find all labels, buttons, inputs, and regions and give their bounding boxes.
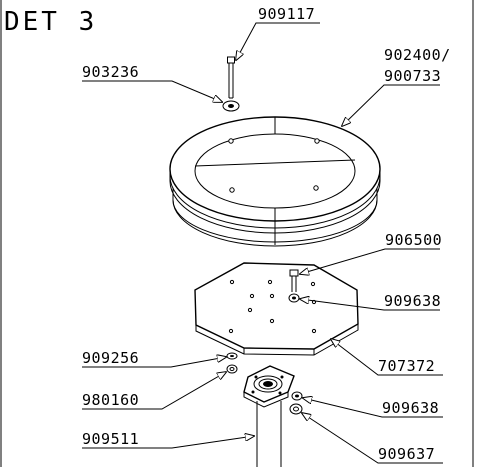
washer-903236 (222, 100, 240, 112)
label-909638-upper: 909638 (384, 292, 441, 310)
detail-title: DET 3 (4, 7, 97, 37)
label-903236: 903236 (82, 63, 139, 81)
label-900733: 900733 (384, 67, 441, 85)
label-909637: 909637 (378, 445, 435, 463)
octagonal-base-plate-707372 (194, 262, 359, 356)
label-906500: 906500 (385, 231, 442, 249)
round-tabletop-902400 (169, 116, 381, 247)
label-909256: 909256 (82, 349, 139, 367)
label-902400: 902400/ (384, 46, 451, 64)
label-707372: 707372 (378, 357, 435, 375)
label-980160: 980160 (82, 391, 139, 409)
washer-909256 (226, 352, 238, 360)
washer-909638-lower (291, 391, 303, 401)
nut-980160 (226, 364, 238, 374)
washer-909638-upper (288, 293, 300, 303)
label-909638-lower: 909638 (382, 399, 439, 417)
label-909511: 909511 (82, 430, 139, 448)
column-post-909511 (243, 365, 295, 467)
label-909117: 909117 (258, 5, 315, 23)
bolt-906500 (289, 269, 299, 292)
bolt-909117 (227, 56, 235, 99)
nut-909637 (289, 403, 303, 415)
leader-lines (82, 22, 443, 464)
